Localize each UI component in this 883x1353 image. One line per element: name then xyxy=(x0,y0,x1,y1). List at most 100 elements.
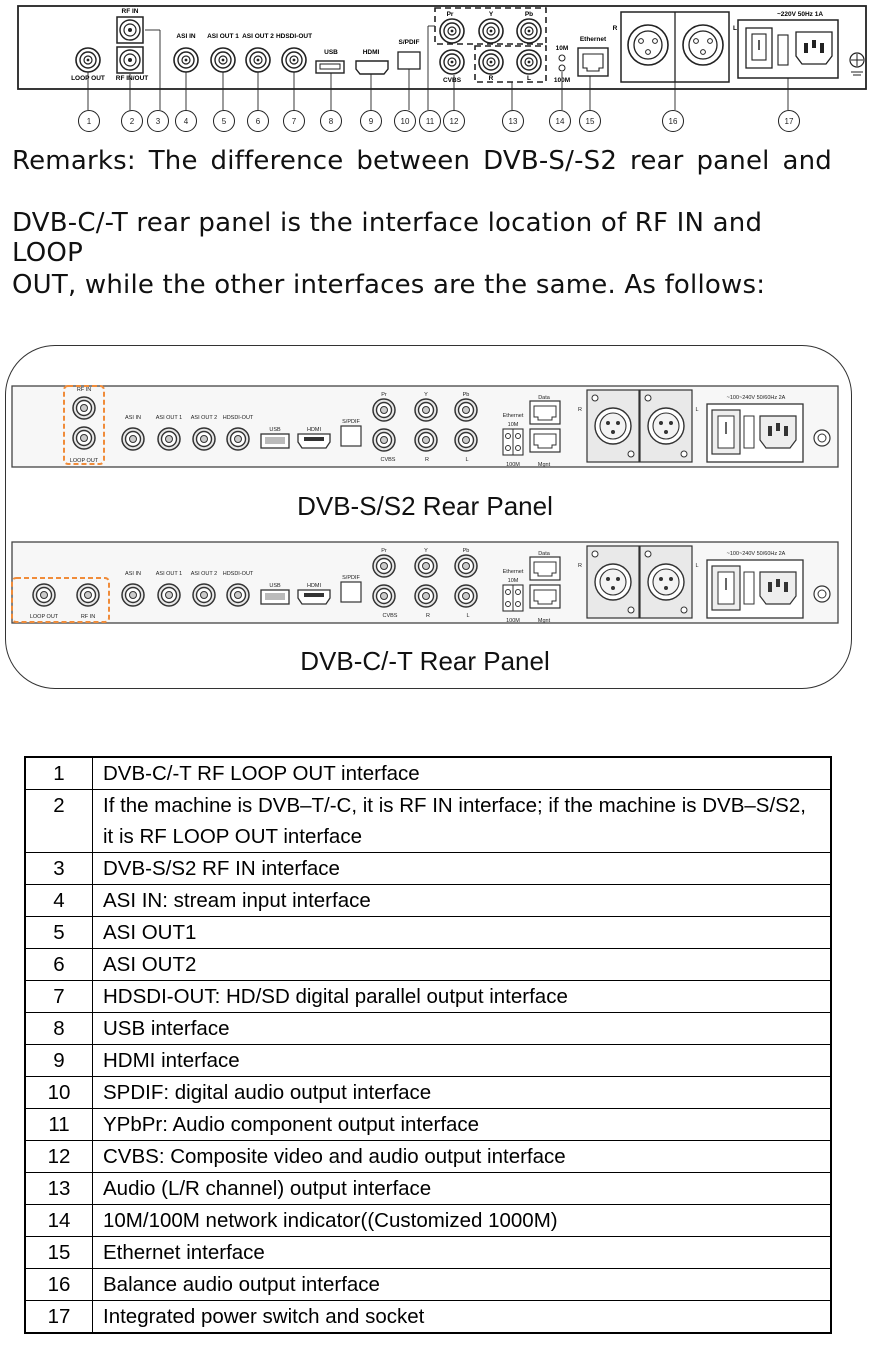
callout-14: 14 xyxy=(556,117,565,126)
s2-label-hdmi: HDMI xyxy=(307,427,322,433)
row-description: Balance audio output interface xyxy=(92,1268,832,1301)
row-number: 14 xyxy=(24,1204,93,1237)
ct-panel-caption: DVB-C/-T Rear Panel xyxy=(300,646,550,676)
s2-label-l-side: L xyxy=(695,407,698,413)
ct-label-hdmi: HDMI xyxy=(307,583,322,589)
row-description: Integrated power switch and socket xyxy=(92,1300,832,1334)
callout-5: 5 xyxy=(222,117,227,126)
callout-4: 4 xyxy=(184,117,189,126)
label-power: ~220V 50Hz 1A xyxy=(777,11,823,18)
s2-label-usb: USB xyxy=(269,427,281,433)
dvb-s2-panel xyxy=(11,385,839,468)
s2-label-asi-out2: ASI OUT 2 xyxy=(191,415,218,421)
row-number: 10 xyxy=(24,1076,93,1109)
callout-13: 13 xyxy=(509,117,518,126)
s2-label-r: R xyxy=(425,457,429,463)
row-description: Ethernet interface xyxy=(92,1236,832,1269)
label-hdmi: HDMI xyxy=(363,49,380,56)
label-pb: Pb xyxy=(525,11,533,18)
callout-8: 8 xyxy=(329,117,334,126)
row-number: 7 xyxy=(24,980,93,1013)
callout-9: 9 xyxy=(369,117,374,126)
ct-label-100m: 100M xyxy=(506,618,520,624)
ct-label-data: Data xyxy=(538,551,551,557)
callout-6: 6 xyxy=(256,117,261,126)
ct-label-l: L xyxy=(466,613,469,619)
row-number: 17 xyxy=(24,1300,93,1334)
s2-label-ethernet: Ethernet xyxy=(503,413,524,419)
label-pr: Pr xyxy=(447,11,454,18)
s2-label-pb: Pb xyxy=(463,392,470,398)
callout-12: 12 xyxy=(450,117,459,126)
label-y: Y xyxy=(489,11,494,18)
label-asi-out2: ASI OUT 2 xyxy=(242,33,274,40)
label-hdsdi-out: HDSDI-OUT xyxy=(276,33,312,40)
ct-label-10m: 10M xyxy=(508,578,519,584)
ct-label-asi-in: ASI IN xyxy=(125,571,141,577)
s2-label-loop-out: LOOP OUT xyxy=(70,458,99,464)
s2-panel-caption: DVB-S/S2 Rear Panel xyxy=(297,491,553,521)
ct-label-asi-out2: ASI OUT 2 xyxy=(191,571,218,577)
callout-7: 7 xyxy=(292,117,297,126)
row-description: DVB-S/S2 RF IN interface xyxy=(92,852,832,885)
ct-label-r: R xyxy=(426,613,430,619)
s2-label-spdif: S/PDIF xyxy=(342,419,360,425)
ct-label-cvbs: CVBS xyxy=(383,613,398,619)
callout-16: 16 xyxy=(669,117,678,126)
row-description: ASI IN: stream input interface xyxy=(92,884,832,917)
row-description: ASI OUT1 xyxy=(92,916,832,949)
label-usb: USB xyxy=(324,49,338,56)
s2-label-rf-in: RF IN xyxy=(77,387,91,393)
s2-label-10m: 10M xyxy=(508,422,519,428)
s2-label-asi-out1: ASI OUT 1 xyxy=(156,415,183,421)
label-rf-in-out: RF IN/OUT xyxy=(116,75,149,82)
ct-label-rf-in: RF IN xyxy=(81,614,95,620)
callout-2: 2 xyxy=(130,117,135,126)
row-number: 5 xyxy=(24,916,93,949)
row-description: YPbPr: Audio component output interface xyxy=(92,1108,832,1141)
ct-label-mgnt: Mgnt xyxy=(538,618,551,624)
s2-label-100m: 100M xyxy=(506,462,520,468)
s2-label-r-side: R xyxy=(578,407,582,413)
label-r-side: R xyxy=(613,25,618,32)
label-asi-in: ASI IN xyxy=(176,33,195,40)
ct-label-l-side: L xyxy=(695,563,698,569)
ct-label-asi-out1: ASI OUT 1 xyxy=(156,571,183,577)
callout-17: 17 xyxy=(785,117,794,126)
s2-label-pr: Pr xyxy=(381,392,387,398)
ct-label-pb: Pb xyxy=(463,548,470,554)
label-r: R xyxy=(489,75,494,82)
s2-label-power: ~100~240V 50/60Hz 2A xyxy=(727,395,786,401)
row-description: HDSDI-OUT: HD/SD digital parallel output… xyxy=(92,980,832,1013)
label-l-side: L xyxy=(733,25,737,32)
s2-label-y: Y xyxy=(424,392,428,398)
row-number: 4 xyxy=(24,884,93,917)
row-description: HDMI interface xyxy=(92,1044,832,1077)
remarks-line-3: OUT, while the other interfaces are the … xyxy=(12,270,766,300)
label-10m: 10M xyxy=(556,45,569,52)
row-description: SPDIF: digital audio output interface xyxy=(92,1076,832,1109)
row-description: If the machine is DVB–T/-C, it is RF IN … xyxy=(92,789,832,853)
ct-label-power: ~100~240V 50/60Hz 2A xyxy=(727,551,786,557)
row-description: Audio (L/R channel) output interface xyxy=(92,1172,832,1205)
s2-label-cvbs: CVBS xyxy=(381,457,396,463)
ct-label-pr: Pr xyxy=(381,548,387,554)
ct-label-ethernet: Ethernet xyxy=(503,569,524,575)
s2-label-l: L xyxy=(465,457,468,463)
callout-3: 3 xyxy=(156,117,161,126)
row-number: 2 xyxy=(24,789,93,853)
label-l: L xyxy=(527,75,531,82)
ct-label-loop-out: LOOP OUT xyxy=(30,614,59,620)
